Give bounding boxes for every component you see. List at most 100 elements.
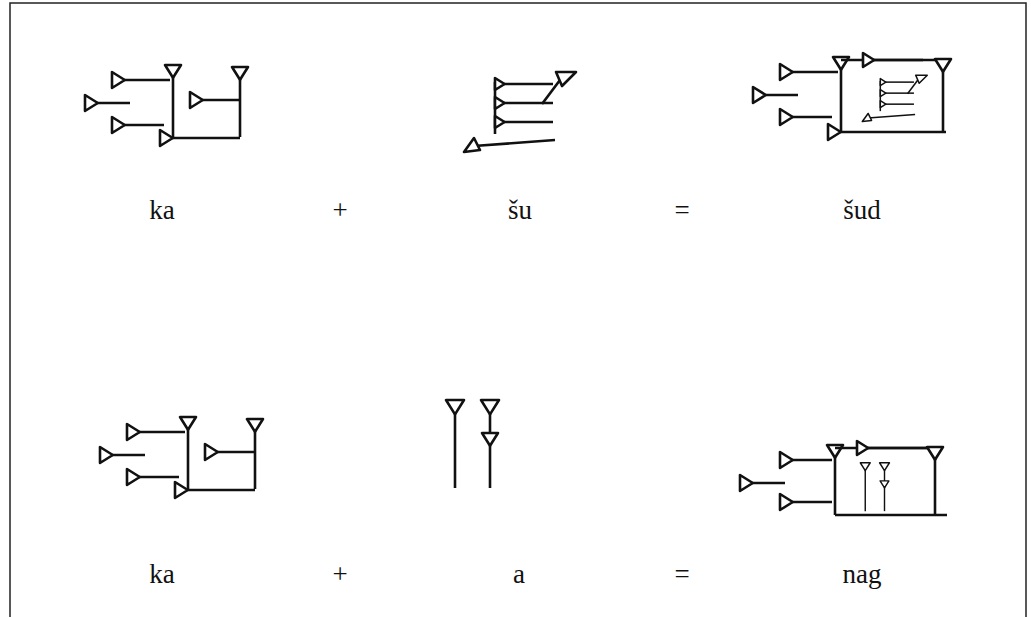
wedge-head	[247, 419, 263, 432]
wedge-line	[934, 458, 937, 515]
wedge-line	[841, 59, 943, 62]
wedge-line	[186, 489, 255, 492]
wedge-head	[753, 87, 766, 103]
wedge-head	[180, 417, 196, 430]
wedge-line	[503, 83, 553, 86]
wedge-line	[216, 451, 255, 454]
wedge-line	[835, 447, 935, 450]
wedge-head	[482, 433, 498, 446]
wedge-head	[112, 117, 125, 133]
wedge-line	[123, 79, 170, 82]
wedge-head	[464, 138, 480, 152]
wedge-line	[172, 76, 175, 137]
wedge-line	[868, 115, 915, 118]
operator: =	[674, 560, 689, 590]
su-sign	[464, 72, 576, 152]
wedge-line	[791, 116, 832, 119]
wedge-line	[138, 431, 185, 434]
a-sign	[446, 400, 499, 488]
frame-border	[10, 3, 1026, 617]
wedge-line	[123, 124, 164, 127]
wedge-head	[780, 64, 793, 80]
wedge-head	[927, 447, 943, 460]
wedge-line	[942, 70, 945, 132]
wedge-line	[867, 447, 927, 450]
wedge-head	[127, 469, 140, 485]
wedge-line	[454, 413, 457, 488]
su-sign	[862, 75, 927, 121]
wedge-line	[489, 413, 492, 488]
wedge-head	[495, 97, 505, 109]
sign-reading: ka	[149, 560, 174, 590]
wedge-head	[232, 67, 248, 80]
wedge-head	[857, 441, 868, 455]
nag-sign	[740, 441, 947, 515]
sign-reading: šu	[508, 196, 532, 226]
wedge-line	[138, 476, 179, 479]
wedge-line	[542, 80, 560, 104]
wedge-line	[834, 456, 837, 515]
wedge-head	[880, 101, 886, 108]
wedge-head	[860, 463, 870, 471]
wedge-line	[791, 459, 832, 462]
wedge-line	[201, 99, 240, 102]
wedge-head	[190, 92, 203, 108]
wedge-line	[751, 482, 785, 485]
wedge-head	[862, 113, 871, 121]
wedge-head	[935, 59, 951, 72]
wedge-line	[908, 80, 918, 94]
wedge-line	[791, 501, 832, 504]
operator: +	[332, 196, 347, 226]
wedge-head	[780, 109, 793, 125]
sign-reading: šud	[843, 196, 881, 226]
a-sign	[860, 463, 889, 511]
wedge-line	[884, 470, 885, 511]
wedge-line	[474, 140, 555, 146]
wedge-line	[503, 102, 553, 105]
ka-sign	[100, 417, 263, 498]
wedge-head	[100, 447, 113, 463]
sign-reading: nag	[843, 560, 882, 590]
wedge-head	[880, 90, 886, 97]
wedge-line	[111, 454, 145, 457]
wedge-head	[495, 78, 505, 90]
wedge-line	[885, 81, 914, 83]
wedge-head	[740, 475, 753, 491]
wedge-line	[873, 59, 923, 62]
wedge-head	[112, 72, 125, 88]
wedge-head	[175, 482, 188, 498]
sign-reading: a	[513, 560, 525, 590]
wedge-head	[780, 494, 793, 510]
wedge-line	[835, 514, 947, 517]
wedge-head	[916, 75, 928, 83]
wedge-head	[880, 79, 886, 86]
sign-reading: ka	[149, 196, 174, 226]
wedge-head	[481, 400, 499, 414]
wedge-head	[556, 72, 576, 86]
wedge-head	[127, 424, 140, 440]
wedge-line	[187, 428, 190, 489]
wedge-head	[205, 444, 218, 460]
sud-sign	[753, 53, 951, 140]
wedge-head	[828, 124, 841, 140]
wedge-line	[254, 430, 257, 489]
operator: +	[332, 560, 347, 590]
wedge-line	[171, 137, 240, 140]
wedge-head	[446, 400, 464, 414]
operator: =	[674, 196, 689, 226]
wedge-head	[160, 130, 173, 146]
wedge-head	[780, 452, 793, 468]
wedge-line	[96, 102, 130, 105]
wedge-line	[239, 78, 242, 137]
wedge-head	[495, 116, 505, 128]
wedge-head	[165, 65, 181, 78]
wedge-line	[503, 121, 553, 124]
ka-sign	[85, 65, 248, 146]
wedge-line	[885, 103, 914, 105]
wedge-line	[839, 131, 946, 134]
wedge-line	[840, 68, 843, 132]
wedge-head	[880, 481, 889, 488]
wedge-line	[865, 470, 866, 511]
